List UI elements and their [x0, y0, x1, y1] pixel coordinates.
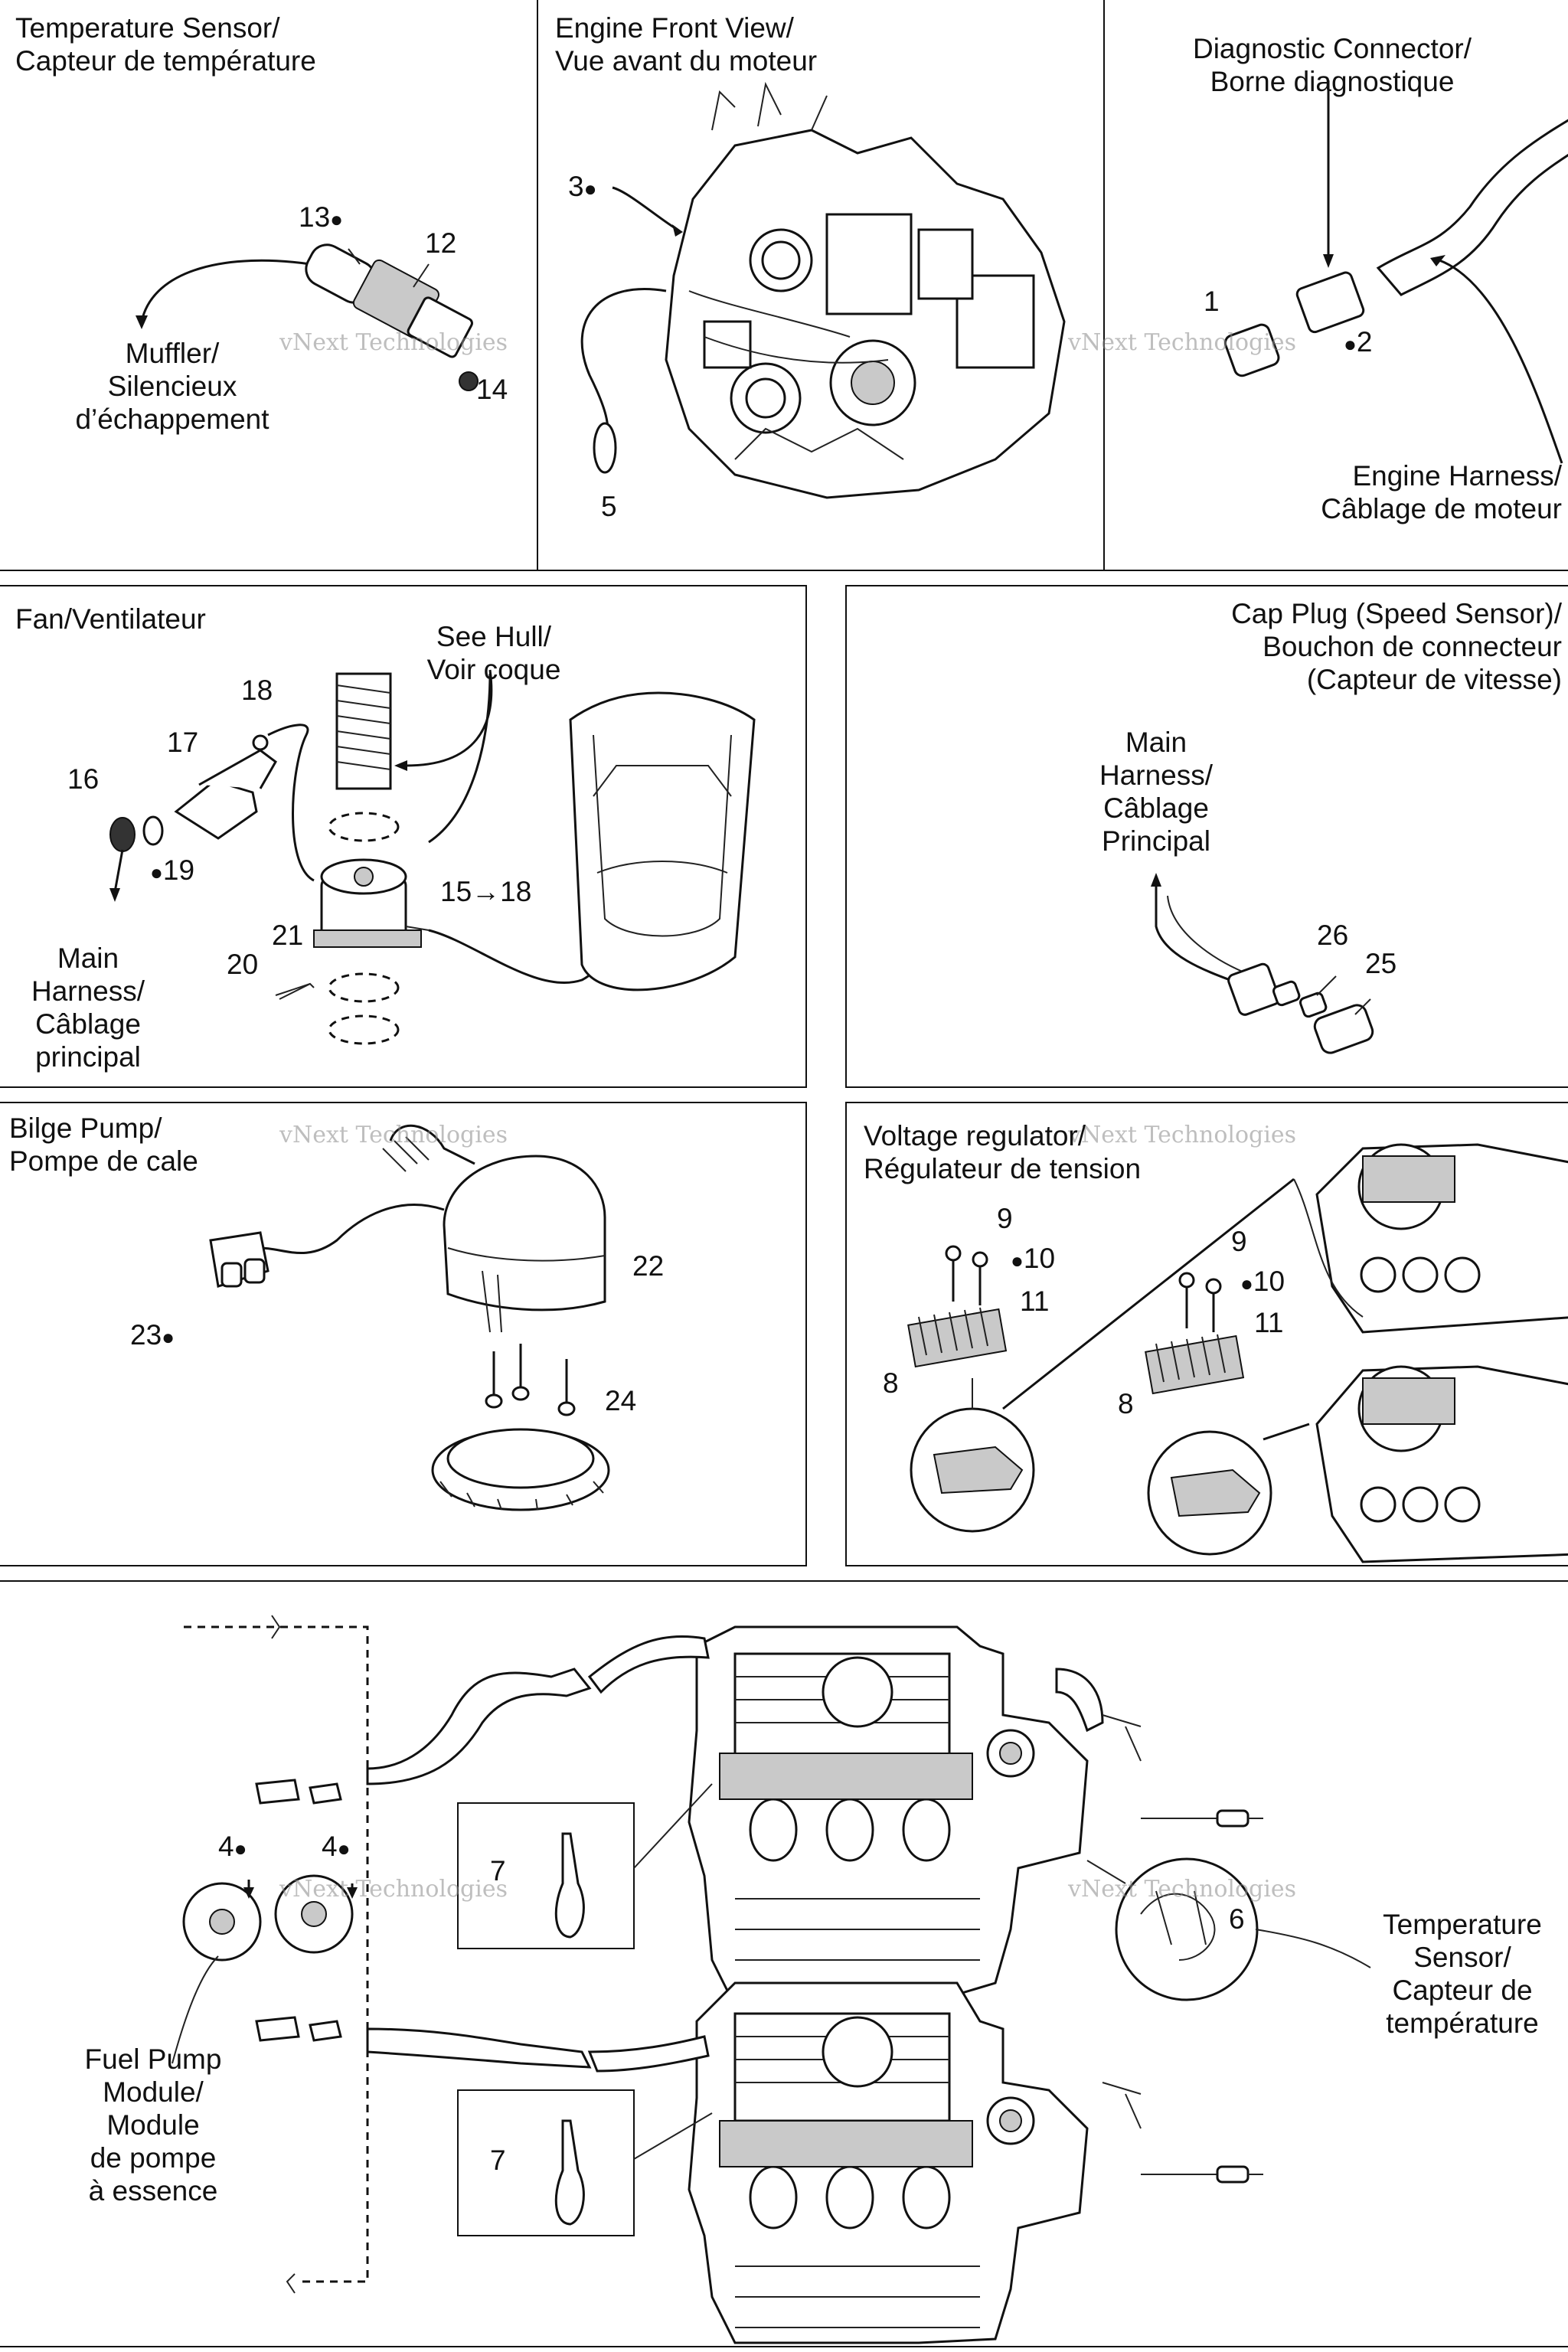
muffler-label: Muffler/ Silencieux d’échappement	[75, 338, 270, 435]
engine-upper	[688, 1625, 1142, 2007]
callout-11: 11	[1254, 1307, 1284, 1338]
callout-22: 22	[632, 1250, 665, 1282]
callout-10: ●10	[1011, 1243, 1056, 1274]
engine-mini-bottom	[1315, 1365, 1568, 1563]
drop-icon: ●	[337, 1837, 351, 1860]
engine-front-illustration	[580, 81, 1066, 499]
engine-mini-top	[1293, 1143, 1568, 1334]
drop-icon: ●	[234, 1837, 247, 1860]
callout-5: 5	[601, 491, 617, 522]
watermark: vNext Technologies	[279, 1122, 508, 1148]
callout-9: 9	[1231, 1226, 1247, 1257]
watermark: vNext Technologies	[279, 1876, 508, 1903]
callout-1: 1	[1204, 286, 1220, 317]
callout-8: 8	[1118, 1388, 1134, 1419]
engine-harness-label: Engine Harness/ Câblage de moteur	[1321, 460, 1562, 524]
temp-sensor-illustration	[136, 243, 479, 391]
drop-icon: ●	[1011, 1249, 1024, 1272]
watermark: vNext Technologies	[1068, 1122, 1297, 1148]
drop-icon: ●	[583, 177, 597, 201]
cap-plug-illustration	[1151, 873, 1374, 1054]
regulator-right	[1145, 1272, 1272, 1556]
bilge-pump-title: Bilge Pump/ Pompe de cale	[9, 1112, 198, 1177]
engine-lower	[688, 1981, 1142, 2344]
callout-26: 26	[1317, 920, 1349, 951]
callout-4: 4●	[218, 1831, 247, 1862]
fan-illustration	[109, 669, 756, 1045]
fan-title: Fan/Ventilateur	[15, 603, 206, 635]
callout-15-18: 15→18	[440, 876, 532, 907]
callout-4: 4●	[322, 1831, 351, 1862]
callout-19: ●19	[150, 854, 195, 886]
callout-20: 20	[227, 949, 259, 980]
bottom-temp-sensor-label: Temperature Sensor/ Capteur de températu…	[1383, 1909, 1542, 2039]
callout-7: 7	[490, 1855, 506, 1886]
cap-plug-title: Cap Plug (Speed Sensor)/ Bouchon de conn…	[1231, 598, 1562, 695]
callout-16: 16	[67, 763, 100, 795]
callout-24: 24	[605, 1385, 637, 1416]
callout-10: ●10	[1240, 1266, 1285, 1297]
callout-18: 18	[241, 675, 273, 706]
callout-2: ●2	[1344, 326, 1373, 358]
callout-13: 13●	[299, 201, 344, 233]
callout-17: 17	[167, 727, 199, 758]
temp-sensor-title: Temperature Sensor/ Capteur de températu…	[15, 12, 316, 77]
drop-icon: ●	[162, 1325, 175, 1349]
diagnostic-connector-illustration	[1223, 80, 1568, 464]
callout-7: 7	[490, 2145, 506, 2176]
fan-main-harness-label: Main Harness/ Câblage principal	[31, 942, 145, 1073]
regulator-left	[907, 1245, 1035, 1533]
fuel-pump-module-label: Fuel Pump Module/ Module de pompe à esse…	[84, 2043, 222, 2207]
drop-icon: ●	[1344, 332, 1357, 356]
callout-8: 8	[883, 1367, 899, 1399]
voltage-regulator-title: Voltage regulator/ Régulateur de tension	[864, 1120, 1142, 1184]
drop-icon: ●	[330, 207, 344, 231]
callout-23: 23●	[130, 1319, 175, 1351]
callout-6: 6	[1229, 1903, 1245, 1935]
drop-icon: ●	[150, 861, 163, 884]
bilge-pump-illustration	[209, 1124, 610, 1511]
drop-icon: ●	[1240, 1272, 1253, 1295]
see-hull-label: See Hull/ Voir coque	[426, 621, 561, 685]
callout-12: 12	[425, 227, 457, 259]
engine-assembly-illustration	[172, 1615, 1371, 2344]
callout-25: 25	[1365, 948, 1397, 979]
engine-front-title: Engine Front View/ Vue avant du moteur	[555, 12, 818, 77]
callout-11: 11	[1020, 1285, 1050, 1317]
callout-21: 21	[272, 920, 304, 951]
callout-3: 3●	[568, 171, 597, 202]
callout-14: 14	[476, 374, 508, 405]
watermark: vNext Technologies	[279, 329, 508, 356]
watermark: vNext Technologies	[1068, 329, 1297, 356]
diagnostic-title: Diagnostic Connector/ Borne diagnostique	[1192, 33, 1472, 97]
callout-9: 9	[997, 1203, 1013, 1234]
watermark: vNext Technologies	[1068, 1876, 1297, 1903]
cap-main-harness-label: Main Harness/ Câblage Principal	[1099, 727, 1214, 857]
voltage-regulator-illustration	[907, 1143, 1568, 1563]
